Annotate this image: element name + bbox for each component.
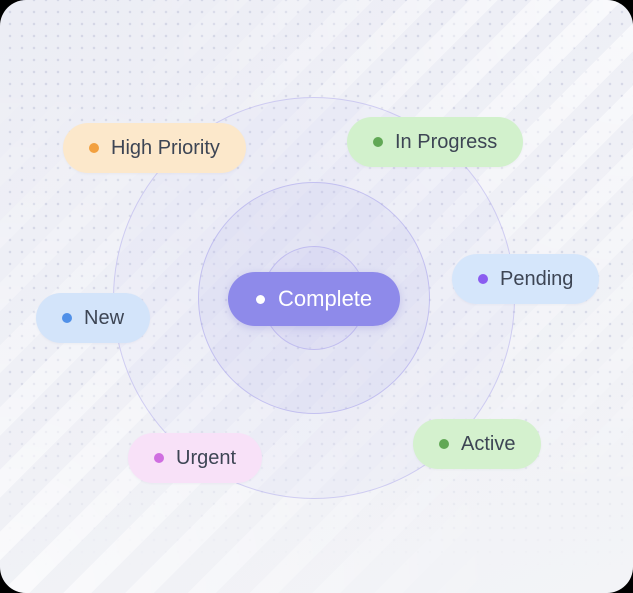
high-priority-dot-icon <box>89 143 99 153</box>
tag-new[interactable]: New <box>36 293 151 343</box>
tag-label: Active <box>461 433 516 455</box>
tag-pending[interactable]: Pending <box>452 254 600 304</box>
tag-complete[interactable]: Complete <box>228 272 401 326</box>
new-dot-icon <box>62 313 72 323</box>
tag-label: Pending <box>500 268 574 290</box>
urgent-dot-icon <box>154 453 164 463</box>
active-dot-icon <box>439 439 449 449</box>
pending-dot-icon <box>478 274 488 284</box>
in-progress-dot-icon <box>373 137 383 147</box>
tag-label: Urgent <box>176 447 237 469</box>
tag-high-priority[interactable]: High Priority <box>63 123 246 173</box>
tag-label: In Progress <box>395 131 498 153</box>
tag-active[interactable]: Active <box>413 419 542 469</box>
tag-label: New <box>84 307 125 329</box>
tag-label: High Priority <box>111 137 220 159</box>
tag-label: Complete <box>278 286 373 311</box>
complete-dot-icon <box>256 294 265 304</box>
tag-in-progress[interactable]: In Progress <box>347 117 524 167</box>
tag-urgent[interactable]: Urgent <box>128 433 263 483</box>
